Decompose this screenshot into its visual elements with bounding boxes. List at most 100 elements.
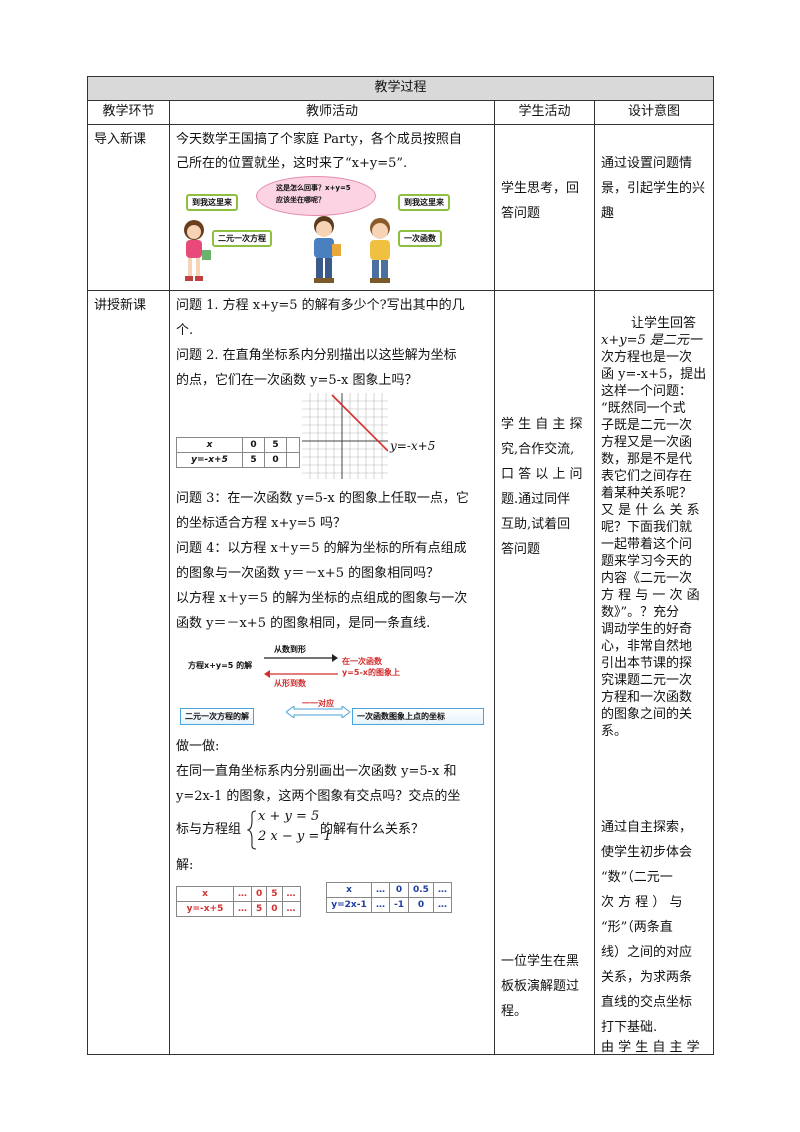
intent-line: 数》”。？充分 — [601, 605, 680, 620]
table-cell — [285, 452, 301, 468]
student-activity: 学生思考，回答问题 — [501, 181, 580, 221]
intent-line: 方程又是一次函 — [601, 435, 693, 450]
table-cell: 5 — [250, 901, 268, 917]
girl-figure — [184, 220, 211, 281]
border-top — [87, 76, 714, 77]
table-cell: x — [176, 437, 243, 453]
question-4: 问题 4：以方程 x＋y＝5 的解为坐标的所有点组成 — [176, 541, 467, 556]
table-cell: -1 — [389, 897, 409, 913]
table-cell: … — [371, 897, 390, 913]
table-title: 教学过程 — [374, 80, 427, 95]
value-table-3: x … 0 0.5 … y=2x-1 … -1 0 … — [326, 882, 452, 913]
intent-line: 数，那是不是代 — [601, 452, 693, 467]
student-activity-line: 学 生 自 主 探 — [501, 417, 583, 432]
solution-label: 解: — [176, 858, 194, 873]
line-graph — [302, 393, 388, 479]
graph-label: y=-x+5 — [390, 439, 436, 453]
system-equation-2: 2 x − y = 1 — [258, 829, 332, 844]
intent-line: 引出本节课的探 — [601, 656, 693, 671]
intent-line: x+y=5 是二元一 — [601, 333, 702, 348]
table-cell — [285, 437, 301, 453]
question-2: 问题 2. 在直角坐标系内分别描出以这些解为坐标 — [176, 348, 457, 363]
table-row: x … 0 5 … — [176, 886, 301, 902]
cartoon-illustration: 到我这里来 这是怎么回事？x+y=5 应该坐在哪呢？ 到我这里来 二元一次方程 — [176, 176, 486, 286]
student-activity-line: 题.通过同伴 — [501, 492, 571, 507]
conclusion: 函数 y＝－x+5 的图象相同，是同一条直线. — [176, 616, 431, 631]
header-stage: 教学环节 — [102, 104, 155, 119]
border-left — [87, 76, 88, 1055]
speech-bubble-left: 到我这里来 — [186, 194, 238, 211]
intent-line: 线）之间的对应 — [601, 945, 693, 960]
boy-figure-middle — [314, 216, 341, 283]
value-table-1: x 0 5 y=-x+5 5 0 — [176, 437, 301, 468]
cloud-text: 应该坐在哪呢？ — [276, 196, 325, 204]
row-divider — [87, 290, 714, 291]
intent-line: 次 方 程 ） 与 — [601, 895, 683, 910]
intent-line: 直线的交点坐标 — [601, 995, 693, 1010]
table-cell: … — [371, 882, 390, 898]
teacher-text: 己所在的位置就坐，这时来了“x+y=5”. — [176, 156, 408, 171]
try-text: 在同一直角坐标系内分别画出一次函数 y=5-x 和 — [176, 764, 457, 779]
table-cell: x — [176, 886, 234, 902]
intent-line: 子既是二元一次 — [601, 418, 693, 433]
try-title: 做一做: — [176, 739, 220, 754]
table-cell: … — [233, 901, 252, 917]
row-divider — [87, 124, 714, 125]
teacher-text: 今天数学王国搞了个家庭 Party，各个成员按照自 — [176, 132, 462, 147]
question-1: 问题 1. 方程 x+y=5 的解有多少个?写出其中的几 — [176, 298, 465, 313]
table-row: y=-x+5 … 5 0 … — [176, 901, 301, 917]
intent-line: 使学生初步体会 — [601, 845, 693, 860]
intent-line: 由 学 生 自 主 学 — [601, 1040, 700, 1055]
student-activity-line: 究,合作交流, — [501, 442, 575, 457]
double-arrow-icon — [286, 706, 350, 718]
table-cell: y=-x+5 — [176, 452, 243, 468]
student-activity-line: 程。 — [501, 1004, 528, 1019]
header-intent: 设计意图 — [627, 104, 680, 119]
boy-figure-right — [370, 218, 390, 283]
intent-line: 函 y=-x+5，提出 — [601, 367, 707, 382]
table-cell: 5 — [241, 452, 265, 468]
stage-intro: 导入新课 — [94, 132, 147, 147]
arrow-left-icon — [264, 670, 338, 678]
brace-icon — [247, 810, 257, 850]
intent-line: 打下基础. — [601, 1020, 658, 1035]
table-cell: y=2x-1 — [326, 897, 372, 913]
intent-line: 一起带着这个问 — [601, 537, 693, 552]
intent-line: 心，非常自然地 — [601, 639, 693, 654]
table-row: x … 0 0.5 … — [326, 882, 452, 898]
diagram-box-left: 二元一次方程的解 — [180, 708, 254, 725]
student-activity-line: 一位学生在黑 — [501, 954, 580, 969]
table-row: x 0 5 — [176, 437, 301, 453]
conclusion: 以方程 x＋y＝5 的解为坐标的点组成的图象与一次 — [176, 591, 468, 606]
intent-line: 呢？下面我们就 — [601, 520, 693, 535]
try-text: y=2x-1 的图象，这两个图象有交点吗？交点的坐 — [176, 789, 461, 804]
table-cell: … — [281, 901, 301, 917]
card-left: 二元一次方程 — [212, 230, 272, 247]
question-1: 个. — [176, 323, 194, 338]
table-cell: 0 — [250, 886, 268, 902]
intent-line: 题来学习今天的 — [601, 554, 693, 569]
intent-line: 系。 — [601, 724, 628, 739]
cloud-text: 这是怎么回事？x+y=5 — [276, 184, 351, 192]
student-activity-line: 板板演解题过 — [501, 979, 580, 994]
diagram-top-arrow-label: 从数到形 — [274, 645, 306, 654]
student-activity-line: 答问题 — [501, 542, 541, 557]
diagram-right-label: y=5-x的图象上 — [342, 668, 400, 677]
column-divider — [169, 100, 170, 1055]
intent-line: “形”（两条直 — [601, 920, 673, 935]
value-table-2: x … 0 5 … y=-x+5 … 5 0 … — [176, 886, 301, 917]
table-cell: … — [281, 886, 301, 902]
intent-line: 方 程 与 一 次 函 — [601, 588, 700, 603]
border-bottom — [87, 1054, 714, 1055]
speech-bubble-right: 到我这里来 — [398, 194, 450, 211]
table-cell: 0 — [266, 901, 283, 917]
table-cell: 0 — [408, 897, 434, 913]
intent-line: 究课题二元一次 — [601, 673, 693, 688]
try-text: 的解有什么关系？ — [320, 822, 425, 837]
intent-line: 方程和一次函数 — [601, 690, 693, 705]
table-cell: 5 — [263, 437, 287, 453]
thought-cloud — [256, 176, 376, 216]
design-intent: 通过设置问题情景，引起学生的兴趣 — [601, 156, 706, 221]
table-cell: … — [432, 882, 452, 898]
intent-line: 通过自主探索， — [601, 820, 693, 835]
